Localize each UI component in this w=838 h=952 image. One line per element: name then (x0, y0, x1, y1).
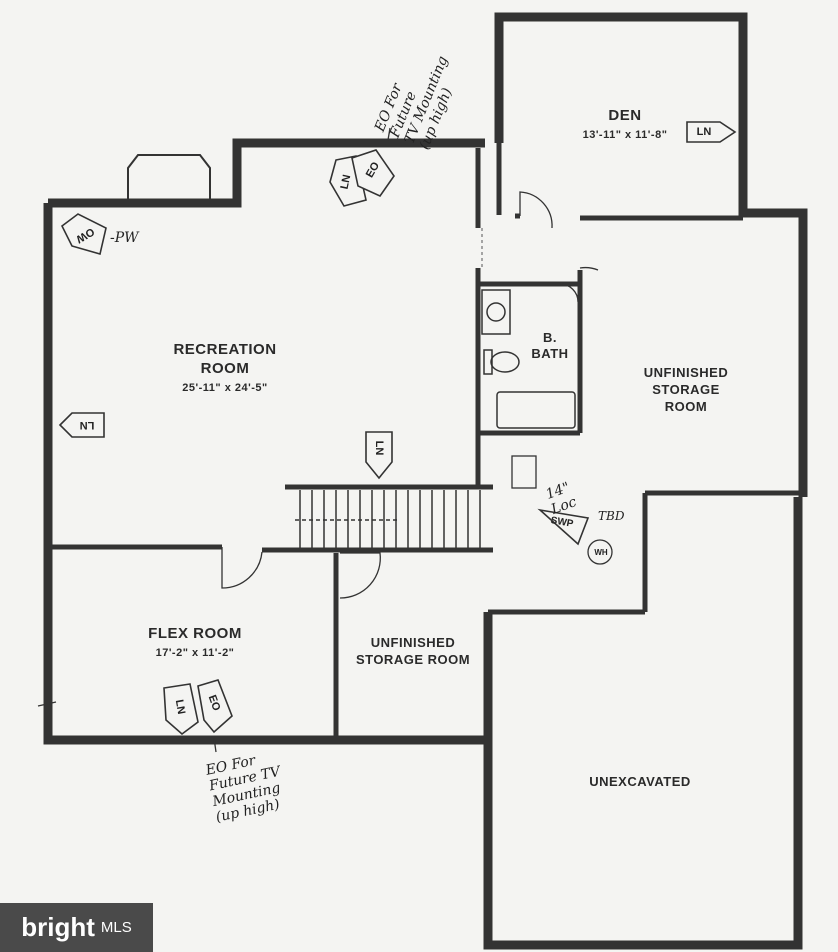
logo-brand: bright (21, 912, 95, 942)
hand-marks (37, 127, 391, 753)
room-name: UNFINISHED STORAGE ROOM (355, 635, 471, 667)
room-name: UNFINISHED STORAGE ROOM (643, 365, 729, 414)
room-den: DEN 13'-11" x 11'-8" (560, 106, 690, 141)
room-dims: 25'-11" x 24'-5" (182, 382, 268, 394)
wh-tag: WH (594, 547, 608, 557)
note-pw: -PW (110, 230, 139, 246)
exterior-walls (43, 12, 808, 950)
window-well (127, 154, 211, 203)
tag-shapes (58, 121, 737, 736)
room-name: FLEX ROOM (148, 625, 242, 642)
rec-ln-tag-left: LN (79, 419, 95, 431)
room-name: B. BATH (531, 330, 569, 361)
mechanical-equipment (511, 455, 613, 565)
room-storage-right: UNFINISHED STORAGE ROOM (616, 364, 756, 415)
stair-treads (295, 490, 481, 548)
room-flex: FLEX ROOM 17'-2" x 11'-2" (110, 624, 280, 659)
room-bath: B. BATH (520, 330, 580, 362)
room-unexcavated: UNEXCAVATED (560, 772, 720, 791)
room-name: RECREATION ROOM (173, 341, 277, 377)
stair-ln-tag: LN (373, 440, 385, 456)
room-recreation: RECREATION ROOM 25'-11" x 24'-5" (140, 340, 310, 394)
logo-suffix: MLS (100, 919, 132, 936)
den-ln-tag: LN (696, 126, 712, 138)
room-storage-center: UNFINISHED STORAGE ROOM (338, 634, 488, 668)
interior-walls (48, 143, 803, 740)
room-name: DEN (608, 107, 642, 124)
bright-mls-logo: bright MLS (0, 903, 153, 952)
room-dims: 13'-11" x 11'-8" (582, 129, 668, 141)
door-swings (221, 191, 599, 599)
room-name: UNEXCAVATED (589, 774, 691, 789)
bath-fixtures (481, 289, 576, 429)
room-dims: 17'-2" x 11'-2" (155, 647, 235, 659)
note-tbd: TBD (598, 509, 625, 523)
